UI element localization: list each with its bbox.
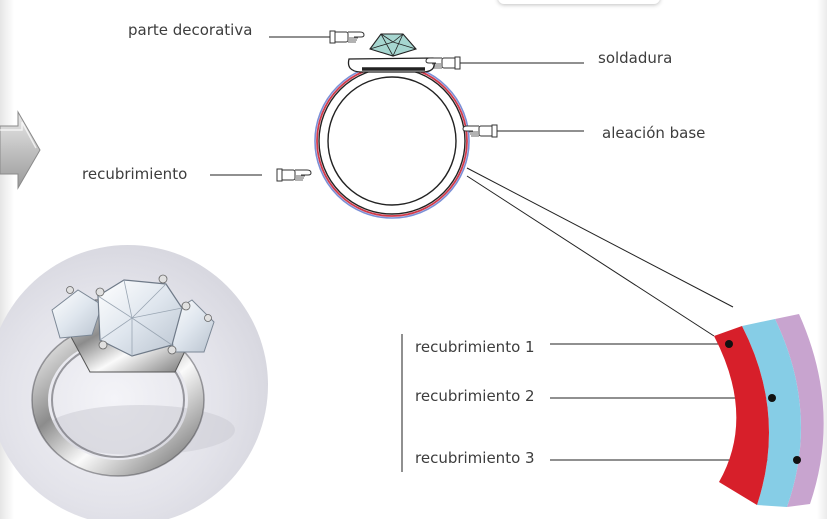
label-coating-2: recubrimiento 2 (415, 387, 535, 405)
zoom-line-upper (466, 167, 734, 308)
coating-2-marker (768, 394, 776, 402)
coating-layers-detail (714, 314, 824, 507)
pointing-hand-icon (329, 30, 365, 44)
label-base-alloy: aleación base (602, 124, 706, 142)
coating-1-marker (725, 340, 733, 348)
coating-2-band (742, 319, 801, 507)
ring-section (314, 63, 470, 219)
coating-3-band (775, 314, 824, 507)
label-coating-3: recubrimiento 3 (415, 449, 535, 467)
right-page-shadow (817, 0, 827, 519)
zoom-line-lower (466, 175, 715, 337)
leader-lines (210, 36, 797, 472)
ring-inner-edge (327, 76, 457, 206)
coating-3-marker (793, 456, 801, 464)
label-coating: recubrimiento (82, 165, 188, 183)
label-coating-1: recubrimiento 1 (415, 338, 535, 356)
diamond-ring-photo (0, 245, 268, 519)
ring-red-layer (316, 65, 468, 217)
right-arrow-icon (0, 110, 41, 190)
ring-outer-edge (318, 67, 466, 215)
top-panel-edge (498, 0, 660, 4)
ring-blue-layer (314, 63, 470, 219)
decorative-part (347, 33, 435, 73)
pointing-hand-icon (276, 168, 312, 182)
label-decorative-part: parte decorativa (128, 21, 253, 39)
coating-1-band (714, 326, 769, 505)
label-solder: soldadura (598, 49, 673, 67)
